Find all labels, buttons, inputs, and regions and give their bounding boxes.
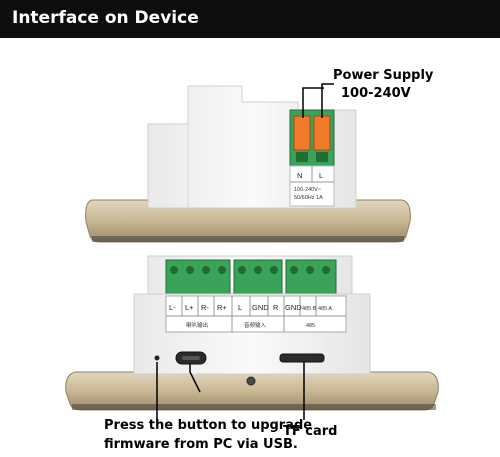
power-supply-label: Power Supply (333, 68, 434, 83)
speaker-output-connector (165, 259, 231, 295)
header-banner: Interface on Device (0, 0, 500, 38)
group-label-audio-input: 音频输入 (244, 321, 267, 329)
tf-card-slot[interactable] (279, 353, 325, 363)
bottom-callout-lines (156, 362, 305, 420)
terminal-lever-n (293, 115, 311, 151)
rating-line-2: 50/60Hz 1A (294, 195, 323, 201)
terminal-label-l: L (319, 171, 323, 180)
terminal-485-b: 485 B (302, 306, 317, 312)
power-callout-lines (302, 83, 334, 118)
bottom-device: L- L+ R- R+ L GND R GND 485 B 485 A 喇叭输出… (65, 255, 439, 411)
audio-input-connector (233, 259, 283, 295)
terminal-audio-r: R (273, 303, 279, 312)
mounting-hole (246, 376, 256, 386)
terminal-audio-l: L (238, 303, 242, 312)
terminal-r-minus: R- (201, 303, 209, 312)
device-illustration: N L 100-240V~ 50/60Hz 1A (65, 83, 439, 420)
terminal-485-a: 485 A (318, 306, 332, 312)
group-label-485: 485 (306, 323, 315, 329)
top-device: N L 100-240V~ 50/60Hz 1A (85, 85, 411, 243)
terminal-lever-l (313, 115, 331, 151)
upgrade-button-hole[interactable] (154, 355, 160, 361)
terminal-label-n: N (297, 171, 302, 180)
tf-card-label: TF card (283, 424, 338, 439)
banner-title: Interface on Device (12, 8, 199, 28)
group-label-speaker-output: 喇叭输出 (186, 321, 208, 329)
terminal-485-gnd: GND (285, 303, 302, 312)
terminal-l-minus: L- (169, 303, 176, 312)
terminal-audio-gnd: GND (252, 303, 269, 312)
terminal-l-plus: L+ (185, 303, 194, 312)
rating-line-1: 100-240V~ (294, 187, 321, 193)
power-supply-voltage-label: 100-240V (341, 86, 411, 101)
upgrade-instruction-line-1: Press the button to upgrade (104, 418, 313, 433)
upgrade-instruction-line-2: firmware from PC via USB. (104, 437, 298, 452)
terminal-r-plus: R+ (217, 303, 227, 312)
rs485-connector (285, 259, 337, 295)
